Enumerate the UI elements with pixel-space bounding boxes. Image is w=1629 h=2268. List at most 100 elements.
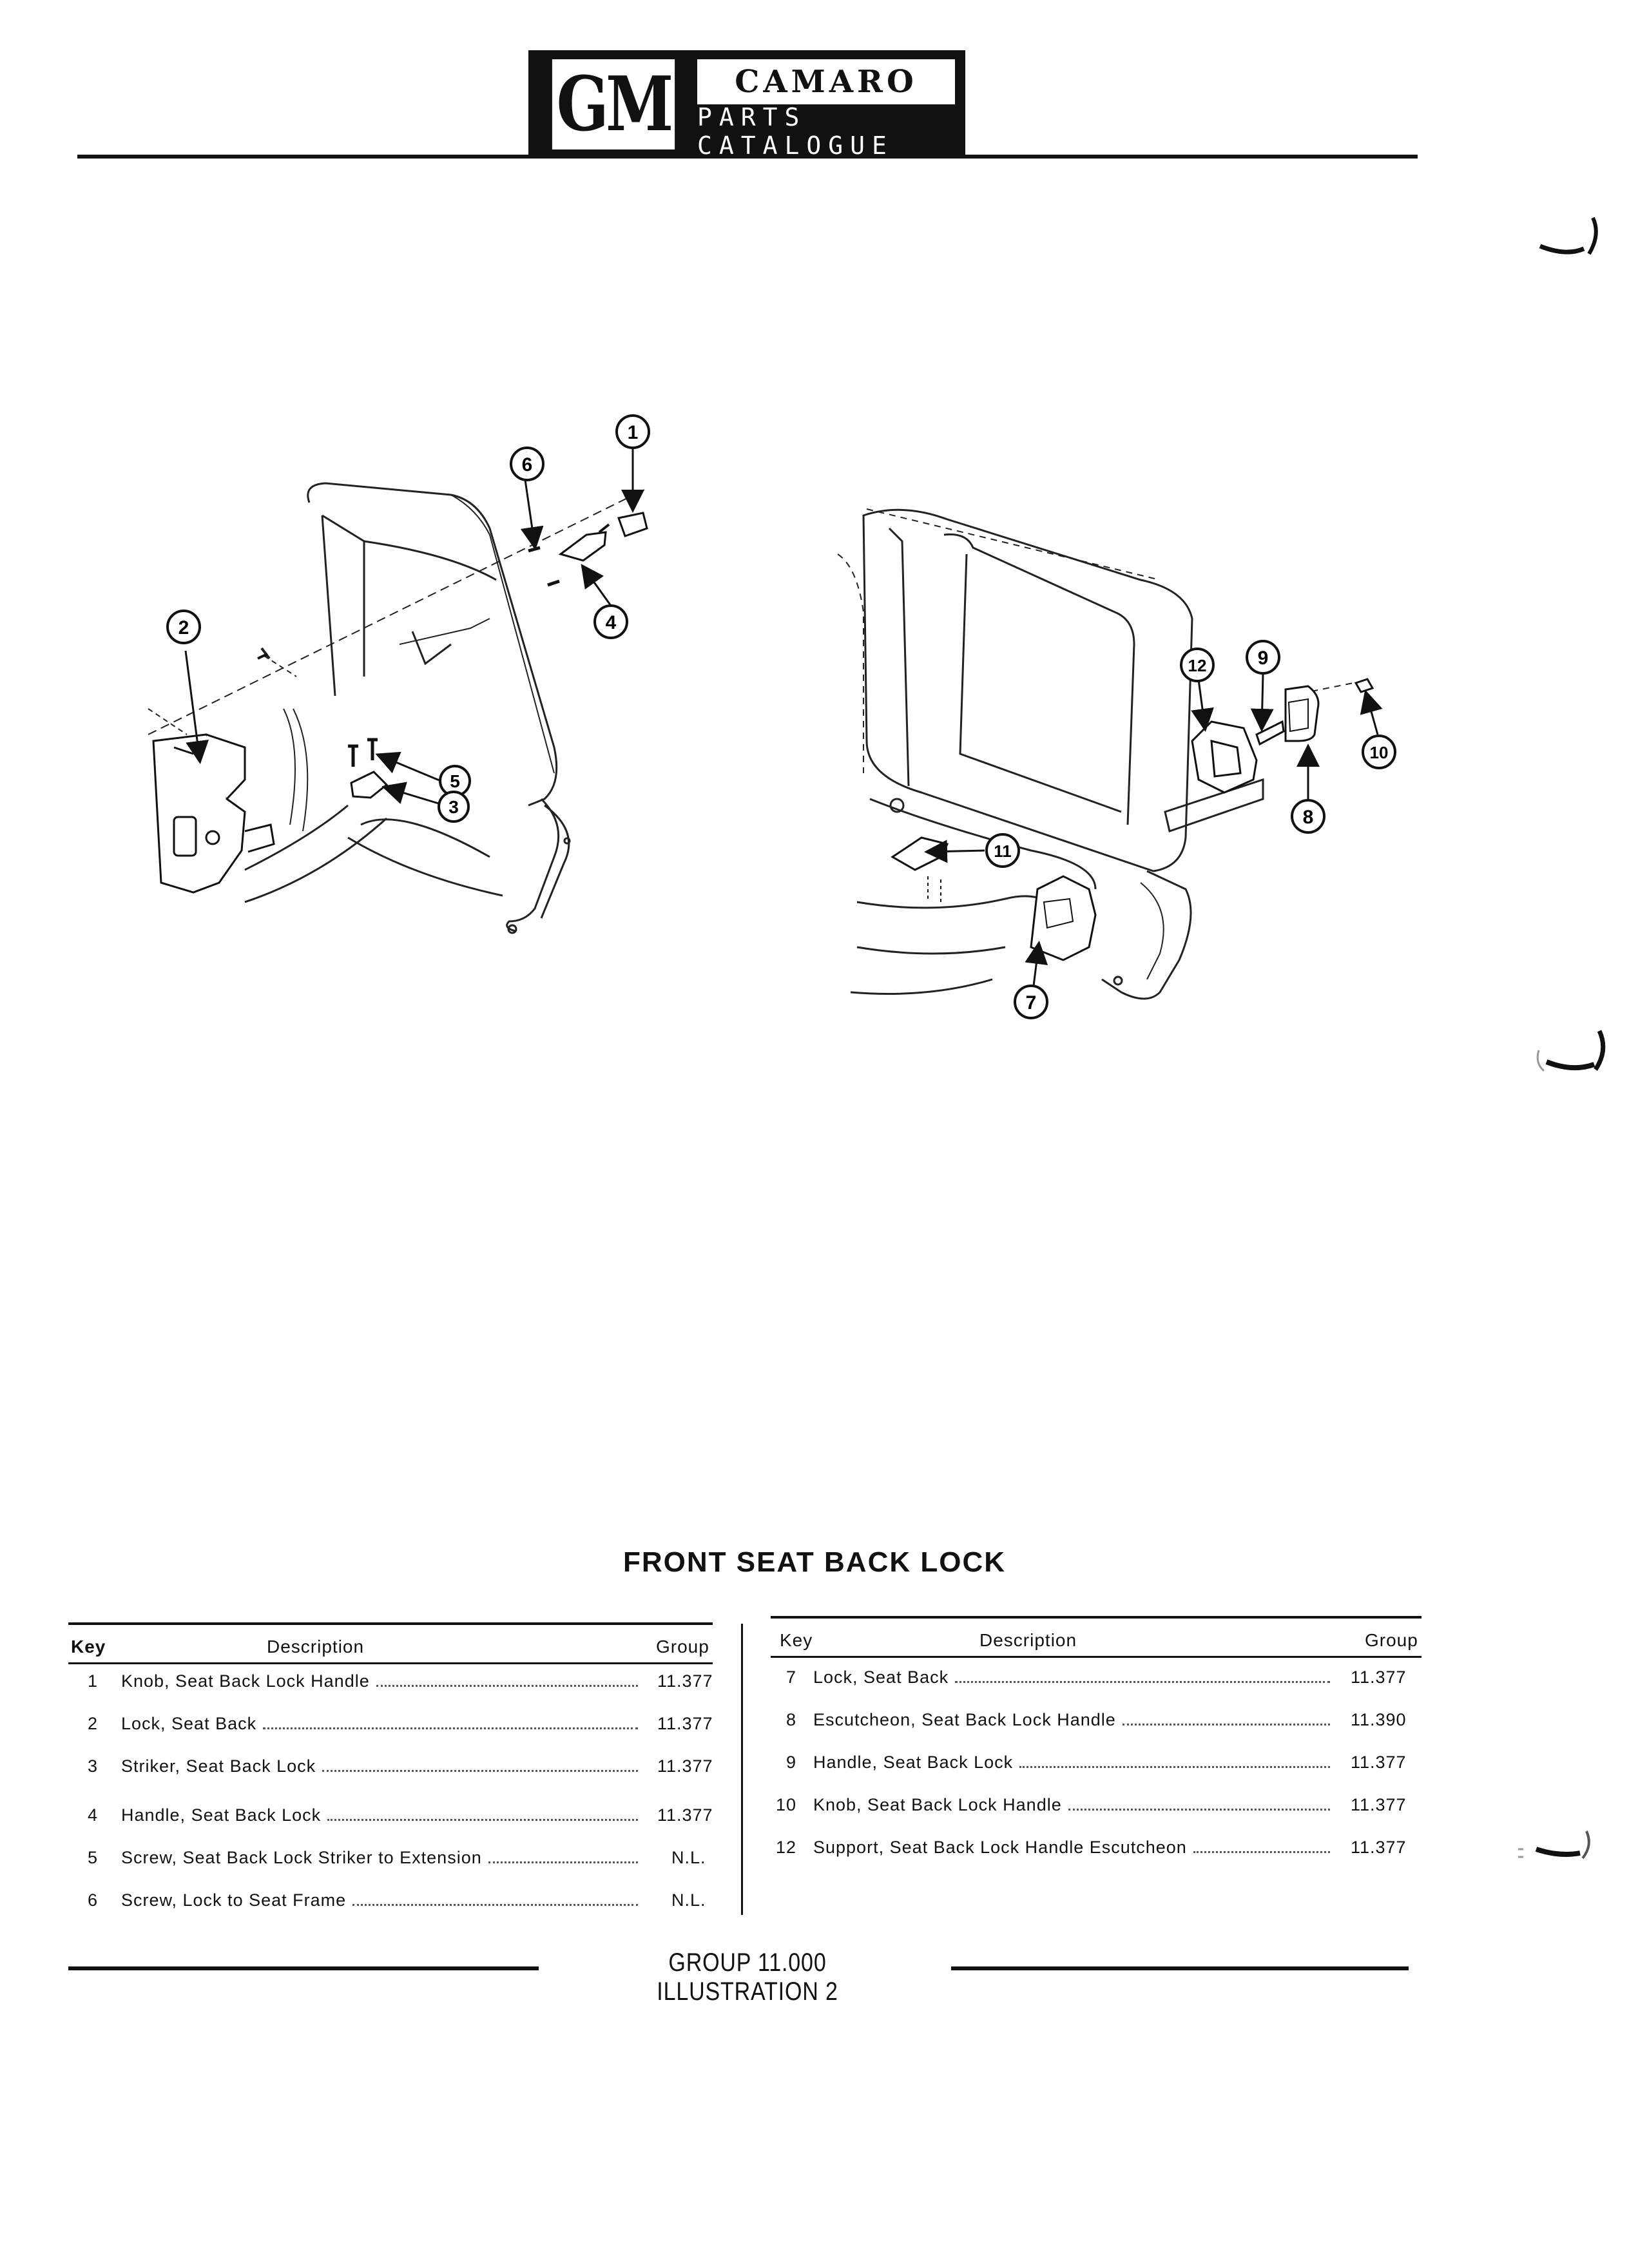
- row-key: 1: [87, 1671, 98, 1691]
- screw-part-6: [528, 546, 560, 587]
- left-seat-drawing: [148, 482, 645, 934]
- callout-12: 12: [1180, 648, 1215, 682]
- row-key: 9: [786, 1753, 796, 1772]
- exploded-view-illustration: 1 6 4 2 5 3: [148, 414, 1396, 1019]
- col-group-header: Group: [1365, 1630, 1418, 1650]
- svg-text:6: 6: [522, 454, 533, 476]
- callout-11: 11: [985, 833, 1020, 868]
- row-description: Handle, Seat Back Lock: [121, 1805, 643, 1825]
- row-description: Lock, Seat Back: [813, 1667, 1335, 1687]
- table-header: Key Description Group: [68, 1637, 713, 1662]
- table-row: 10 Knob, Seat Back Lock Handle 11.377: [771, 1795, 1422, 1821]
- row-key: 3: [87, 1756, 98, 1776]
- row-key: 6: [87, 1890, 98, 1910]
- row-group: N.L.: [671, 1848, 706, 1867]
- table-header-rule: [68, 1662, 713, 1664]
- svg-text:2: 2: [178, 617, 189, 639]
- parts-table-right: Key Description Group 7 Lock, Seat Back …: [771, 1616, 1422, 1874]
- svg-text:3: 3: [448, 797, 459, 817]
- row-key: 5: [87, 1848, 98, 1867]
- svg-text:4: 4: [606, 612, 617, 633]
- gm-logo-mark: GM: [552, 59, 675, 149]
- section-title: FRONT SEAT BACK LOCK: [622, 1546, 1007, 1578]
- callout-10: 10: [1362, 735, 1396, 769]
- col-description-header: Description: [267, 1637, 365, 1657]
- callout-6: 6: [510, 447, 545, 481]
- parts-table-left: Key Description Group 1 Knob, Seat Back …: [68, 1622, 713, 1919]
- col-key-header: Key: [71, 1637, 106, 1657]
- row-description: Screw, Seat Back Lock Striker to Extensi…: [121, 1848, 643, 1868]
- row-key: 8: [786, 1710, 796, 1729]
- row-group: 11.377: [1351, 1667, 1407, 1687]
- row-group: 11.377: [657, 1805, 713, 1825]
- row-group: 11.390: [1351, 1710, 1407, 1729]
- margin-mark-bottom: [1518, 1831, 1590, 1860]
- footer-rule-left: [68, 1966, 539, 1970]
- table-row: 4 Handle, Seat Back Lock 11.377: [68, 1805, 713, 1831]
- row-key: 12: [775, 1838, 796, 1857]
- callout-8: 8: [1291, 799, 1325, 834]
- callout-2: 2: [166, 610, 201, 644]
- callout-3: 3: [438, 791, 470, 823]
- svg-text:10: 10: [1370, 743, 1389, 762]
- table-row: 5 Screw, Seat Back Lock Striker to Exten…: [68, 1848, 713, 1874]
- knob-part-1: [617, 512, 648, 537]
- svg-text:12: 12: [1188, 656, 1207, 675]
- table-row: 8 Escutcheon, Seat Back Lock Handle 11.3…: [771, 1710, 1422, 1736]
- table-row: 1 Knob, Seat Back Lock Handle 11.377: [68, 1671, 713, 1697]
- row-key: 4: [87, 1805, 98, 1825]
- row-key: 2: [87, 1714, 98, 1733]
- row-description: Striker, Seat Back Lock: [121, 1756, 643, 1776]
- svg-text:9: 9: [1258, 648, 1269, 669]
- table-row: 6 Screw, Lock to Seat Frame N.L.: [68, 1890, 713, 1916]
- svg-text:5: 5: [450, 771, 460, 791]
- handle-stem: [598, 523, 610, 533]
- table-top-rule: [68, 1622, 713, 1625]
- row-description: Support, Seat Back Lock Handle Escutcheo…: [813, 1838, 1335, 1858]
- row-group: 11.377: [1351, 1838, 1407, 1857]
- table-row: 7 Lock, Seat Back 11.377: [771, 1667, 1422, 1693]
- row-group: 11.377: [657, 1714, 713, 1733]
- col-description-header: Description: [979, 1630, 1077, 1650]
- svg-text:11: 11: [994, 841, 1012, 861]
- table-header-rule: [771, 1656, 1422, 1658]
- table-top-rule: [771, 1616, 1422, 1619]
- handle-part-4: [558, 531, 607, 562]
- row-group: 11.377: [1351, 1795, 1407, 1814]
- screw-part-5: [351, 741, 374, 767]
- row-description: Escutcheon, Seat Back Lock Handle: [813, 1710, 1335, 1730]
- striker-part-3: [350, 771, 389, 799]
- table-header: Key Description Group: [771, 1630, 1422, 1656]
- row-description: Lock, Seat Back: [121, 1714, 643, 1734]
- row-key: 10: [775, 1795, 796, 1814]
- row-group: N.L.: [671, 1890, 706, 1910]
- svg-text:1: 1: [628, 422, 639, 443]
- footer-caption: GROUP 11.000 ILLUSTRATION 2: [657, 1948, 838, 2006]
- model-name: CAMARO: [697, 59, 955, 104]
- row-group: 11.377: [657, 1671, 713, 1691]
- handle-part-9: [1255, 720, 1285, 746]
- row-group: 11.377: [1351, 1753, 1407, 1772]
- row-description: Knob, Seat Back Lock Handle: [813, 1795, 1335, 1815]
- col-group-header: Group: [656, 1637, 709, 1657]
- table-divider: [741, 1624, 743, 1915]
- row-description: Knob, Seat Back Lock Handle: [121, 1671, 643, 1691]
- svg-text:8: 8: [1303, 807, 1314, 828]
- callout-4: 4: [593, 604, 628, 639]
- table-row: 2 Lock, Seat Back 11.377: [68, 1714, 713, 1740]
- callout-7: 7: [1014, 985, 1048, 1019]
- left-lock-part: [152, 733, 275, 894]
- callout-9: 9: [1246, 640, 1280, 675]
- footer-rule-right: [951, 1966, 1409, 1970]
- row-description: Handle, Seat Back Lock: [813, 1753, 1335, 1773]
- striker-part-11: [891, 836, 949, 871]
- support-inner: [1210, 740, 1242, 778]
- table-row: 3 Striker, Seat Back Lock 11.377: [68, 1756, 713, 1782]
- row-group: 11.377: [657, 1756, 713, 1776]
- table-row: 9 Handle, Seat Back Lock 11.377: [771, 1753, 1422, 1778]
- margin-mark-middle: [1536, 1030, 1606, 1072]
- right-seat-drawing: [837, 508, 1354, 1000]
- gm-camaro-logo: GM CAMARO PARTS CATALOGUE: [528, 50, 965, 160]
- margin-mark-top: [1539, 216, 1598, 255]
- catalogue-subtitle: PARTS CATALOGUE: [697, 103, 894, 160]
